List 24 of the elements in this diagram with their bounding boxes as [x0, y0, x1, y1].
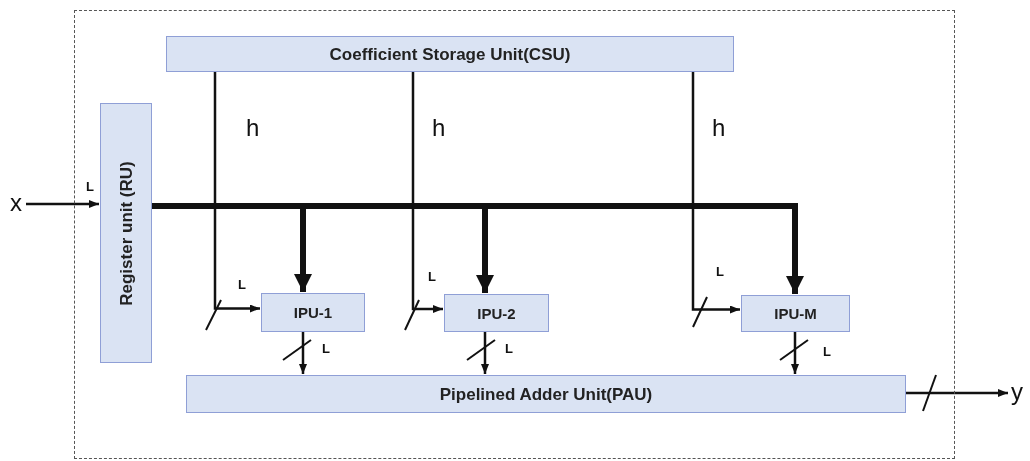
- dashed-boundary-box: [74, 10, 955, 459]
- signal-label: y: [1008, 378, 1026, 406]
- unit-box: Register unit (RU): [100, 103, 152, 363]
- bit-width-label: L: [716, 265, 724, 278]
- arrow: [299, 331, 307, 374]
- arrow: [213, 71, 260, 313]
- bit-width-label: L: [428, 270, 436, 283]
- unit-box: IPU-1: [261, 293, 365, 332]
- bit-width-label: L: [238, 278, 246, 291]
- arrow: [481, 331, 489, 374]
- unit-box: Coefficient Storage Unit(CSU): [166, 36, 734, 72]
- arrow: [691, 71, 740, 314]
- unit-box: IPU-2: [444, 294, 549, 332]
- unit-box: IPU-M: [741, 295, 850, 332]
- arrow: [26, 200, 99, 208]
- arrow: [411, 71, 443, 313]
- signal-label: x: [6, 190, 26, 216]
- bit-width-label: L: [505, 342, 513, 355]
- bit-width-label: L: [322, 342, 330, 355]
- arrow: [905, 389, 1008, 397]
- unit-box: Pipelined Adder Unit(PAU): [186, 375, 906, 413]
- arrow: [791, 331, 799, 374]
- bit-width-label: L: [86, 180, 94, 193]
- bit-width-label: L: [823, 345, 831, 358]
